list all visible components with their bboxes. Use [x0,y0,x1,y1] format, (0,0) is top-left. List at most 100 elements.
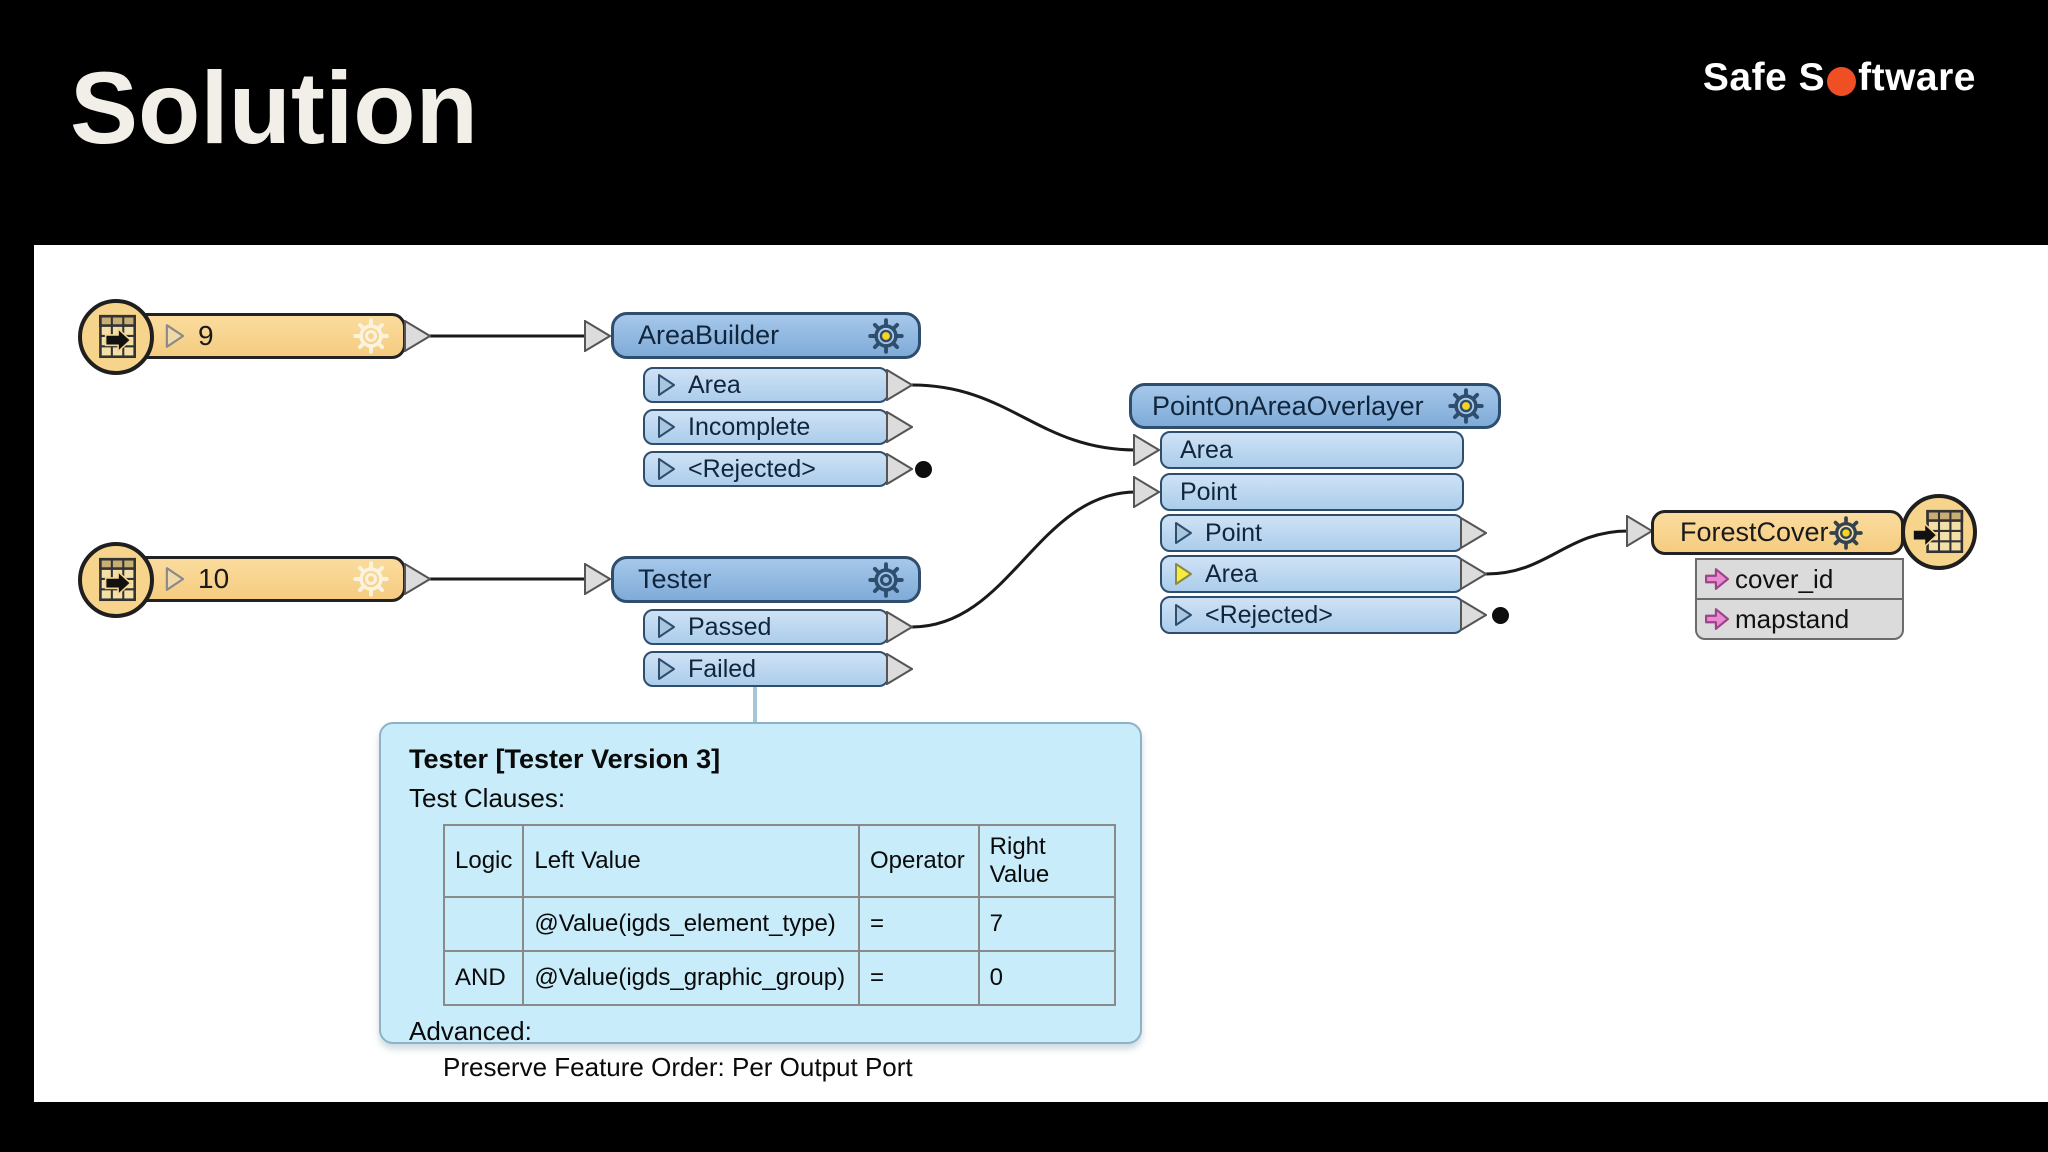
table-writer-icon [1912,509,1964,554]
cell-right-value: 0 [977,950,1117,1006]
gear-icon[interactable] [353,318,389,354]
attribute-label: mapstand [1735,603,1850,634]
reader-10-source-icon[interactable] [78,542,154,618]
reader-10-output-port-icon[interactable] [404,563,431,595]
port-label: Passed [688,612,772,641]
port-label: Area [688,370,741,399]
areabuilder-port-incomplete[interactable]: Incomplete [643,409,889,445]
pointonareaoverlayer-node[interactable]: PointOnAreaOverlayer [1129,383,1501,429]
transformer-title: PointOnAreaOverlayer [1152,390,1424,421]
cell-logic [442,896,525,952]
areabuilder-port-area[interactable]: Area [643,367,889,403]
attribute-row[interactable]: cover_id [1697,560,1902,598]
tooltip-title: Tester [Tester Version 3] [409,744,721,774]
areabuilder-port-rejected[interactable]: <Rejected> [643,451,889,487]
port-label: Area [1205,559,1258,588]
reader-label: 10 [198,563,230,594]
tooltip-clauses-label: Test Clauses: [409,783,566,813]
attribute-row[interactable]: mapstand [1697,598,1902,638]
col-header: Logic [442,824,525,898]
port-label: Failed [688,654,757,683]
logo-text-before: Safe S [1702,56,1826,99]
overlayer-inport-point[interactable]: Point [1160,473,1464,511]
writer-title: ForestCover [1680,517,1829,547]
forestcover-node[interactable]: ForestCover [1651,510,1904,555]
transformer-title: AreaBuilder [638,320,780,350]
transformer-title: Tester [638,564,712,594]
tooltip-advanced-value: Preserve Feature Order: Per Output Port [443,1052,913,1082]
col-header: Right Value [977,824,1117,898]
slide-title: Solution [70,51,478,165]
reader-9-node[interactable]: 9 [125,313,406,359]
port-play-icon [658,616,675,638]
attribute-label: cover_id [1735,563,1834,594]
forestcover-destination-icon[interactable] [1901,494,1977,570]
tester-passed-output-icon[interactable] [886,611,913,643]
attribute-arrow-icon [1705,608,1729,630]
forestcover-attributes: cover_id mapstand [1695,558,1904,640]
gear-icon[interactable] [1448,388,1484,424]
tester-node[interactable]: Tester [611,556,921,603]
overlayer-area-input-icon[interactable] [1133,434,1160,466]
table-header-row: Logic Left Value Operator Right Value [442,824,1117,898]
table-reader-icon [99,314,136,359]
overlayer-outport-area[interactable]: Area [1160,555,1464,593]
tester-failed-output-icon[interactable] [886,653,913,685]
port-play-icon [658,458,675,480]
test-clauses-table: Logic Left Value Operator Right Value @V… [442,824,1117,1006]
areabuilder-rejected-output-icon[interactable] [886,453,913,485]
overlayer-point-input-icon[interactable] [1133,476,1160,508]
reader-9-source-icon[interactable] [78,299,154,375]
overlayer-rejected-output-icon[interactable] [1460,599,1487,631]
col-header: Operator [858,824,980,898]
logo-o-dot-icon [1827,66,1857,96]
rejected-terminator-dot [915,461,932,478]
cell-right-value: 7 [977,896,1117,952]
col-header: Left Value [522,824,861,898]
port-label: Incomplete [688,412,811,441]
rejected-terminator-dot [1492,607,1509,624]
gear-icon[interactable] [353,561,389,597]
overlayer-outport-rejected[interactable]: <Rejected> [1160,596,1464,634]
port-play-icon [1175,604,1192,626]
gear-icon[interactable] [868,561,904,598]
table-row: AND @Value(igds_graphic_group) = 0 [442,950,1117,1006]
table-reader-icon [99,557,136,602]
reader-10-node[interactable]: 10 [125,556,406,602]
areabuilder-input-port-icon[interactable] [584,320,611,352]
overlayer-area-output-icon[interactable] [1460,558,1487,590]
forestcover-input-port-icon[interactable] [1626,515,1653,547]
cell-operator: = [858,896,980,952]
port-play-icon [658,416,675,438]
port-label: Area [1180,435,1233,464]
cell-operator: = [858,950,980,1006]
tooltip-advanced-label: Advanced: [409,1016,532,1046]
port-play-icon [658,658,675,680]
areabuilder-area-output-icon[interactable] [886,369,913,401]
reader-label: 9 [198,320,214,351]
port-label: <Rejected> [1205,600,1333,629]
port-play-icon-connected [1175,563,1192,585]
overlayer-outport-point[interactable]: Point [1160,514,1464,552]
tester-port-failed[interactable]: Failed [643,651,889,687]
port-play-icon [1175,522,1192,544]
cell-left-value: @Value(igds_graphic_group) [522,950,861,1006]
feature-play-icon [165,324,185,348]
gear-icon[interactable] [1828,515,1863,550]
overlayer-inport-area[interactable]: Area [1160,431,1464,469]
port-label: <Rejected> [688,454,816,483]
reader-9-output-port-icon[interactable] [404,320,431,352]
tester-port-passed[interactable]: Passed [643,609,889,645]
gear-icon[interactable] [868,317,904,354]
tester-input-port-icon[interactable] [584,563,611,595]
cell-left-value: @Value(igds_element_type) [522,896,861,952]
port-play-icon [658,374,675,396]
feature-play-icon [165,567,185,591]
areabuilder-node[interactable]: AreaBuilder [611,312,921,359]
overlayer-point-output-icon[interactable] [1460,517,1487,549]
port-label: Point [1205,518,1262,547]
areabuilder-incomplete-output-icon[interactable] [886,411,913,443]
port-label: Point [1180,477,1237,506]
